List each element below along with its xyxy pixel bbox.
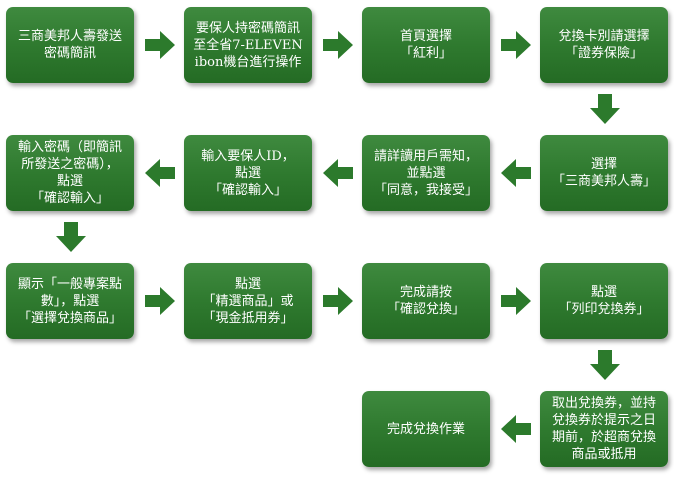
step-1-box: 三商美邦人壽發送 密碼簡訊 bbox=[6, 7, 134, 83]
arrow-right-icon bbox=[145, 31, 175, 59]
arrow-right-icon bbox=[323, 287, 353, 315]
step-10-line-1: 點選 bbox=[234, 276, 261, 292]
arrow-right-icon bbox=[145, 287, 175, 315]
step-4-box: 兌換卡別請選擇 「證券保險」 bbox=[540, 7, 668, 83]
step-13-line-3: 期前，於超商兌換 bbox=[551, 430, 656, 445]
step-12-line-1: 點選 bbox=[590, 285, 617, 300]
step-6-line-2: 並點選 bbox=[406, 165, 446, 181]
step-8-line-1: 輸入密碼（即簡訊 bbox=[17, 140, 122, 155]
step-4-line-1: 兌換卡別請選擇 bbox=[558, 29, 650, 44]
step-8-box: 輸入密碼（即簡訊 所發送之密碼）， 點選 「確認輸入」 bbox=[6, 135, 134, 211]
step-6-line-3: 「同意，我接受」 bbox=[373, 182, 478, 198]
step-8-line-4: 「確認輸入」 bbox=[30, 191, 109, 206]
step-13-line-4: 商品或抵用 bbox=[571, 447, 637, 462]
step-9-line-3: 「選擇兌換商品」 bbox=[17, 310, 122, 326]
step-9-line-2: 數」，點選 bbox=[40, 293, 100, 309]
step-13-line-1: 取出兌換券，並持 bbox=[551, 396, 656, 411]
step-12-line-2: 「列印兌換券」 bbox=[558, 302, 650, 317]
arrow-left-icon bbox=[501, 159, 531, 187]
step-1-line-1: 三商美邦人壽發送 bbox=[17, 29, 122, 44]
step-3-line-1: 首頁選擇 bbox=[399, 29, 452, 44]
step-10-box: 點選 「精選商品」或 「現金抵用券」 bbox=[184, 263, 312, 339]
arrow-right-icon bbox=[501, 31, 531, 59]
step-7-box: 輸入要保人ID， 點選 「確認輸入」 bbox=[184, 135, 312, 211]
step-3-line-2: 「紅利」 bbox=[399, 46, 452, 61]
step-5-line-2: 「三商美邦人壽」 bbox=[551, 174, 656, 189]
step-12-box: 點選 「列印兌換券」 bbox=[540, 263, 668, 339]
arrow-left-icon bbox=[145, 159, 175, 187]
arrow-right-icon bbox=[323, 31, 353, 59]
step-2-line-3: ibon機台進行操作 bbox=[194, 54, 302, 70]
step-13-line-2: 兌換券於提示之日 bbox=[551, 413, 656, 428]
arrow-left-icon bbox=[501, 415, 531, 443]
arrow-right-icon bbox=[501, 287, 531, 315]
step-13-box: 取出兌換券，並持 兌換券於提示之日 期前，於超商兌換 商品或抵用 bbox=[540, 391, 668, 467]
step-11-box: 完成請按 「確認兌換」 bbox=[362, 263, 490, 339]
step-5-box: 選擇 「三商美邦人壽」 bbox=[540, 135, 668, 211]
step-14-line-1: 完成兌換作業 bbox=[386, 421, 465, 437]
arrow-down-icon bbox=[590, 94, 620, 124]
step-10-line-2: 「精選商品」或 bbox=[202, 293, 294, 309]
arrow-left-icon bbox=[323, 159, 353, 187]
step-14-box: 完成兌換作業 bbox=[362, 391, 490, 467]
step-3-box: 首頁選擇 「紅利」 bbox=[362, 7, 490, 83]
step-6-box: 請詳讀用戶需知， 並點選 「同意，我接受」 bbox=[362, 135, 490, 211]
step-7-line-2: 點選 bbox=[234, 165, 261, 181]
step-6-line-1: 請詳讀用戶需知， bbox=[373, 148, 478, 164]
step-8-line-3: 點選 bbox=[56, 174, 83, 189]
step-9-line-1: 顯示「一般專案點 bbox=[17, 276, 122, 292]
arrow-down-icon bbox=[56, 222, 86, 252]
arrow-down-icon bbox=[590, 350, 620, 380]
step-11-line-2: 「確認兌換」 bbox=[386, 302, 465, 317]
step-2-box: 要保人持密碼簡訊 至全省7-ELEVEN ibon機台進行操作 bbox=[184, 7, 312, 83]
step-1-line-2: 密碼簡訊 bbox=[43, 46, 96, 61]
step-5-line-1: 選擇 bbox=[590, 157, 617, 172]
step-8-line-2: 所發送之密碼）， bbox=[21, 157, 119, 172]
step-7-line-1: 輸入要保人ID， bbox=[201, 148, 295, 164]
step-2-line-1: 要保人持密碼簡訊 bbox=[195, 20, 300, 36]
step-10-line-3: 「現金抵用券」 bbox=[202, 310, 294, 326]
step-4-line-2: 「證券保險」 bbox=[564, 46, 643, 61]
step-2-line-2: 至全省7-ELEVEN bbox=[193, 37, 303, 53]
step-7-line-3: 「確認輸入」 bbox=[208, 182, 287, 198]
step-11-line-1: 完成請按 bbox=[399, 285, 452, 300]
step-9-box: 顯示「一般專案點 數」，點選 「選擇兌換商品」 bbox=[6, 263, 134, 339]
